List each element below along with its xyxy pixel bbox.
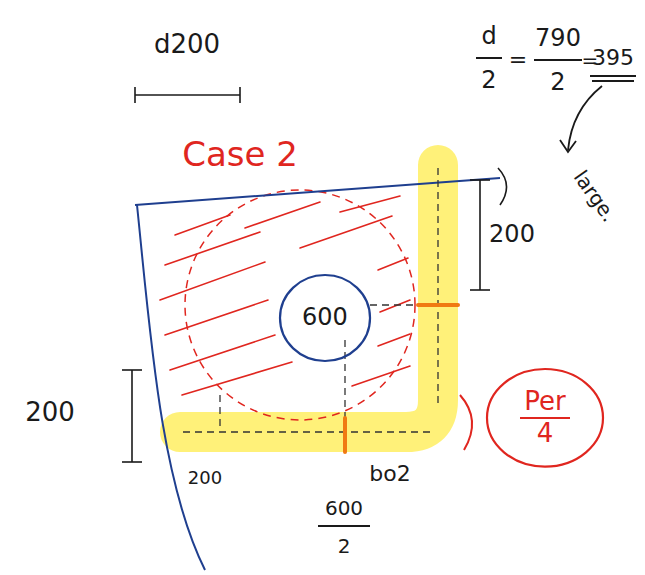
sketch-label: d200 bbox=[154, 30, 220, 59]
sketch-label: 2 bbox=[338, 535, 351, 557]
slab-edge bbox=[135, 178, 500, 205]
slab-edge bbox=[137, 205, 205, 570]
node-text: Per bbox=[520, 387, 569, 419]
sketch-label: 600 bbox=[325, 497, 363, 519]
center-line bbox=[182, 168, 438, 432]
sketch-label: = bbox=[509, 48, 527, 72]
sketch-label: 2 bbox=[550, 69, 565, 95]
sketch-label: 200 bbox=[489, 221, 535, 247]
pointer-arc bbox=[460, 395, 472, 450]
sketch-label: 200 bbox=[188, 468, 222, 488]
sketch-label: 2 bbox=[481, 67, 496, 93]
node-text: 600 bbox=[298, 304, 352, 332]
tick-mark bbox=[345, 305, 458, 452]
note-ellipse: Per4 bbox=[485, 367, 605, 469]
hatching bbox=[160, 196, 410, 395]
underline-arrow bbox=[560, 76, 636, 152]
sketch-label: 200 bbox=[25, 398, 75, 427]
sketch-label: Case 2 bbox=[182, 136, 298, 173]
fraction-bar bbox=[318, 58, 582, 526]
dimension-line bbox=[122, 87, 507, 462]
column-circle: 600 bbox=[278, 273, 372, 363]
sketch-label: 395 bbox=[592, 46, 634, 70]
perimeter-band bbox=[180, 165, 438, 432]
sketch-label: 790 bbox=[535, 25, 581, 51]
sketch-label: bo2 bbox=[369, 462, 410, 486]
dashed-circle bbox=[185, 190, 415, 420]
sketch-label: large. bbox=[570, 166, 621, 225]
node-text: 4 bbox=[533, 419, 558, 449]
sketch-label: d bbox=[481, 23, 496, 49]
